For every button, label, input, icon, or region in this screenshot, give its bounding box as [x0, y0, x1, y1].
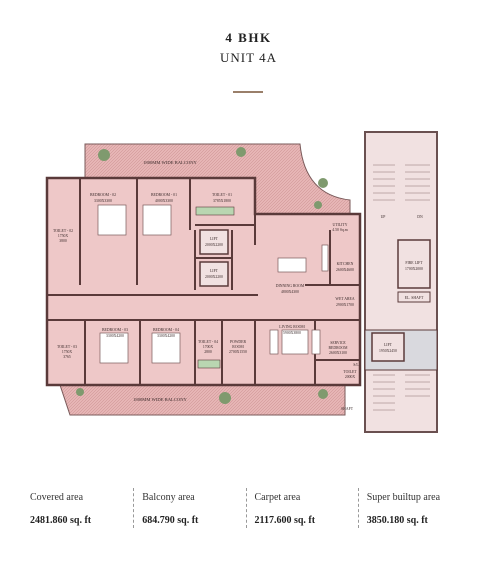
plant-icons	[76, 147, 328, 404]
furniture-beds	[97, 204, 181, 364]
bedroom-04-name: BEDROOM - 04	[153, 328, 179, 332]
service-bedroom-name-a: SERVICE	[330, 341, 346, 345]
utility-size: 4.50 Sq.m	[332, 228, 348, 232]
toilet-04-size-a: 1700X	[203, 345, 214, 349]
wet-area-size: 2900X1700	[336, 303, 354, 307]
service-bedroom-size: 2600X3100	[329, 351, 347, 355]
fire-lift	[397, 239, 431, 289]
lift-lower-size: 2000X2200	[205, 275, 223, 279]
covered-area-label: Covered area	[30, 492, 84, 503]
stair-up-label: UP	[381, 215, 386, 219]
lobby-lift-size: 1950X2450	[379, 349, 397, 353]
fire-lift-size: 1700X2000	[405, 267, 423, 271]
balcony-top-label: 1800MM WIDE BALCONY	[143, 160, 197, 165]
lift-lower	[199, 261, 229, 287]
bedroom-02-name: BEDROOM - 02	[90, 193, 116, 197]
bedroom-02-size: 3300X3300	[94, 199, 112, 203]
toilet-03-size-a: 1750X	[62, 350, 73, 354]
electrical-shaft	[397, 291, 431, 303]
toilet-03-name: TOILET - 03	[57, 345, 77, 349]
lift-lower-label: LIFT	[210, 269, 219, 273]
toilet-02-name: TOILET - 02	[53, 229, 73, 233]
shaft-vertical-label: SHAFT	[341, 407, 354, 411]
dining-size: 4800X4300	[281, 290, 299, 294]
toilet-02-size-a: 1750X	[58, 234, 69, 238]
utility-name: UTILITY	[333, 223, 348, 227]
shaft-label: EL. SHAFT	[405, 296, 424, 300]
dining-name: DINNING ROOM	[276, 284, 305, 288]
bedroom-03-name: BEDROOM - 03	[102, 328, 128, 332]
stair-down-label: DN	[417, 215, 423, 219]
powder-room-name-a: POWDER	[230, 340, 246, 344]
area-summary: Covered area 2481.860 sq. ft Balcony are…	[30, 488, 470, 528]
lift-upper-label: LIFT	[210, 237, 219, 241]
service-bedroom-name-b: BEDROOM	[329, 346, 349, 350]
sl-label: S/L	[353, 363, 359, 367]
stair-treads-top	[373, 164, 430, 201]
fire-lift-label: FIRE LIFT	[405, 261, 423, 265]
toilet-03-size-b: 3765	[63, 355, 71, 359]
super-builtup-area-value: 3850.180 sq. ft	[366, 515, 428, 526]
toilet-01-fixture	[195, 206, 235, 216]
interior-walls	[47, 178, 360, 385]
super-builtup-area: Super builtup area 3850.180 sq. ft	[357, 488, 470, 528]
covered-area: Covered area 2481.860 sq. ft	[30, 488, 133, 528]
balcony-area: Balcony area 684.790 sq. ft	[133, 488, 245, 528]
powder-room-name-b: ROOM	[232, 345, 244, 349]
powder-room-size: 2700X1550	[229, 350, 247, 354]
balcony-bottom-label: 1800MM WIDE BALCONY	[133, 397, 187, 402]
unit-number-title: UNIT 4A	[220, 50, 277, 65]
carpet-area-label: Carpet area	[254, 492, 301, 503]
balcony-area-label: Balcony area	[142, 492, 195, 503]
stair-treads-bottom	[373, 374, 430, 411]
unit-type-title: 4 BHK	[225, 30, 272, 45]
lobby-lift-label: LIFT	[384, 343, 393, 347]
toilet-01-name: TOILET - 01	[212, 193, 232, 197]
wet-area-name: WET AREA	[335, 297, 354, 301]
lift-upper-size: 2000X2200	[205, 243, 223, 247]
carpet-area: Carpet area 2117.600 sq. ft	[245, 488, 358, 528]
toilet-04-size-b: 2800	[204, 350, 212, 354]
toilet-01-size: 3785X1800	[213, 199, 231, 203]
furniture-living	[269, 244, 329, 355]
lobby-lift	[371, 332, 405, 362]
kitchen-name: KITCHEN	[337, 262, 354, 266]
bedroom-01-size: 4000X3300	[155, 199, 173, 203]
bedroom-03-size: 3300X4200	[106, 334, 124, 338]
living-room-name: LIVING ROOM	[279, 325, 305, 329]
service-toilet-size: 2000X	[345, 375, 356, 379]
bedroom-01-name: BEDROOM - 01	[151, 193, 177, 197]
kitchen-size: 2600X4600	[336, 268, 354, 272]
living-room-size: 5900X3800	[283, 331, 301, 335]
lift-upper	[199, 229, 229, 255]
super-builtup-area-label: Super builtup area	[366, 492, 441, 503]
toilet-04-name: TOILET - 04	[198, 340, 218, 344]
balcony-area-value: 684.790 sq. ft	[142, 515, 199, 526]
floor-plan: 1800MM WIDE BALCONY 1800MM WIDE BALCONY …	[45, 131, 438, 433]
balcony-bottom	[59, 384, 346, 416]
covered-area-value: 2481.860 sq. ft	[30, 515, 92, 526]
toilet-02-size-b: 3800	[59, 239, 67, 243]
title-divider	[233, 91, 263, 93]
bedroom-04-size: 3300X4200	[157, 334, 175, 338]
toilet-04-fixture	[197, 359, 221, 369]
carpet-area-value: 2117.600 sq. ft	[254, 515, 316, 526]
service-toilet-name: TOILET	[343, 370, 357, 374]
